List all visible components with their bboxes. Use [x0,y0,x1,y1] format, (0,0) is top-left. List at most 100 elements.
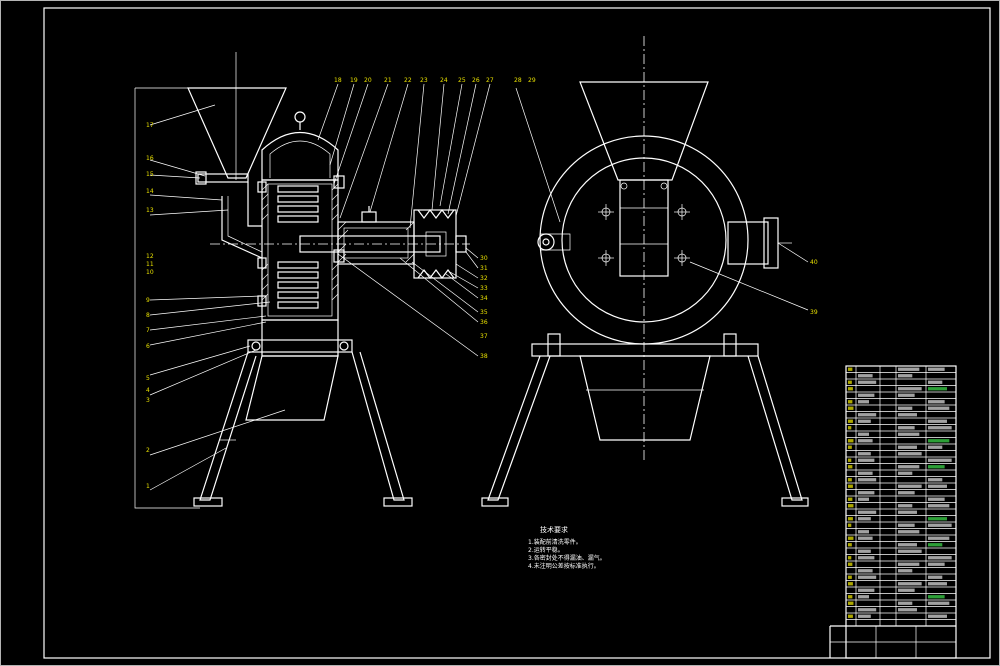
parts-cell-mark [848,478,852,482]
parts-cell-mark [928,582,947,586]
side-hopper [579,81,709,181]
side-bearing-box [727,221,769,265]
parts-cell-mark [898,601,913,605]
rotor-discs [277,185,319,309]
parts-cell-mark [898,432,920,436]
parts-cell-mark [928,406,950,410]
parts-cell-mark [898,413,917,417]
label-17: 17 [146,122,154,129]
label-5: 5 [146,375,150,382]
parts-cell-mark [928,595,945,599]
parts-cell-mark [928,601,950,605]
parts-cell-mark [898,491,915,495]
parts-cell-mark [898,374,913,378]
parts-cell-mark [858,432,869,436]
parts-cell-mark [898,471,913,475]
section-view [134,52,491,509]
tech-req-line-1: 1.装配前清洗零件。 [528,538,582,546]
svg-text:23: 23 [420,77,428,84]
base-flange [247,339,353,353]
parts-cell-mark [928,445,943,449]
v-belt-pulley [413,209,467,279]
parts-cell-mark [858,549,871,553]
parts-cell-mark [898,406,913,410]
parts-cell-mark [848,517,853,521]
parts-cell-mark [898,543,917,547]
left-labels: 17 16 15 14 13 12 11 10 9 8 7 6 5 4 3 2 … [146,122,154,490]
svg-text:30: 30 [480,255,488,262]
parts-cell-mark [858,614,871,618]
parts-cell-mark [858,536,873,540]
parts-cell-mark [928,517,947,521]
svg-text:18: 18 [334,77,342,84]
inner-frame [43,7,991,659]
parts-cell-mark [848,595,853,599]
label-9: 9 [146,297,150,304]
parts-cell-mark [928,439,950,443]
parts-cell-mark [858,478,877,482]
label-11: 11 [146,261,154,268]
label-16: 16 [146,155,154,162]
parts-cell-mark [898,530,920,534]
casing-inner [561,157,727,323]
parts-cell-mark [928,523,952,527]
parts-cell-mark [928,426,952,430]
parts-cell-mark [858,575,877,579]
parts-cell-mark [898,387,922,391]
label-1: 1 [146,483,150,490]
parts-cell-mark [928,458,952,462]
svg-text:22: 22 [404,77,412,84]
svg-text:37: 37 [480,333,488,340]
parts-cell-mark [858,380,877,384]
parts-cell-mark [928,536,950,540]
parts-cell-mark [848,575,852,579]
parts-cell-mark [848,497,853,501]
main-shaft [299,235,441,253]
parts-cell-mark [858,569,873,573]
parts-cell-mark [848,536,854,540]
parts-cell-mark [858,439,873,443]
parts-cell-mark [928,478,943,482]
parts-cell-mark [898,549,922,553]
svg-text:20: 20 [364,77,372,84]
parts-cell-mark [848,601,854,605]
parts-cell-mark [928,419,947,423]
parts-cell-mark [858,517,871,521]
parts-cell-mark [858,588,875,592]
label-6: 6 [146,343,150,350]
tech-req-title: 技术要求 [540,525,568,534]
parts-cell-mark [928,497,945,501]
technical-requirements: 技术要求 1.装配前清洗零件。 2.运转平稳。 3.各密封处不得漏油、漏气。 4… [528,525,606,570]
label-13: 13 [146,207,154,214]
parts-list-table [829,365,957,659]
parts-cell-mark [898,393,915,397]
lifting-eye [294,111,306,123]
label-7: 7 [146,327,150,334]
svg-text:32: 32 [480,275,488,282]
parts-cell-mark [898,452,922,456]
parts-cell-mark [858,419,871,423]
top-cover [261,131,339,181]
parts-cell-mark [858,458,875,462]
parts-cell-mark [848,484,853,488]
parts-cell-mark [848,543,852,547]
parts-cell-mark [928,387,947,391]
svg-text:38: 38 [480,353,488,360]
parts-cell-mark [848,380,852,384]
feed-hopper [187,87,287,179]
top-labels: 18 19 20 21 22 23 24 25 26 27 28 29 [334,77,536,84]
parts-cell-mark [858,556,875,560]
parts-cell-mark [898,510,917,514]
parts-cell-mark [928,465,945,469]
parts-cell-mark [858,491,875,495]
parts-cell-mark [898,588,915,592]
parts-cell-mark [848,406,854,410]
parts-cell-mark [928,380,943,384]
label-8: 8 [146,312,150,319]
parts-cell-mark [928,562,945,566]
parts-cell-mark [928,504,950,508]
svg-text:26: 26 [472,77,480,84]
svg-text:24: 24 [440,77,448,84]
svg-text:35: 35 [480,309,488,316]
svg-text:34: 34 [480,295,488,302]
